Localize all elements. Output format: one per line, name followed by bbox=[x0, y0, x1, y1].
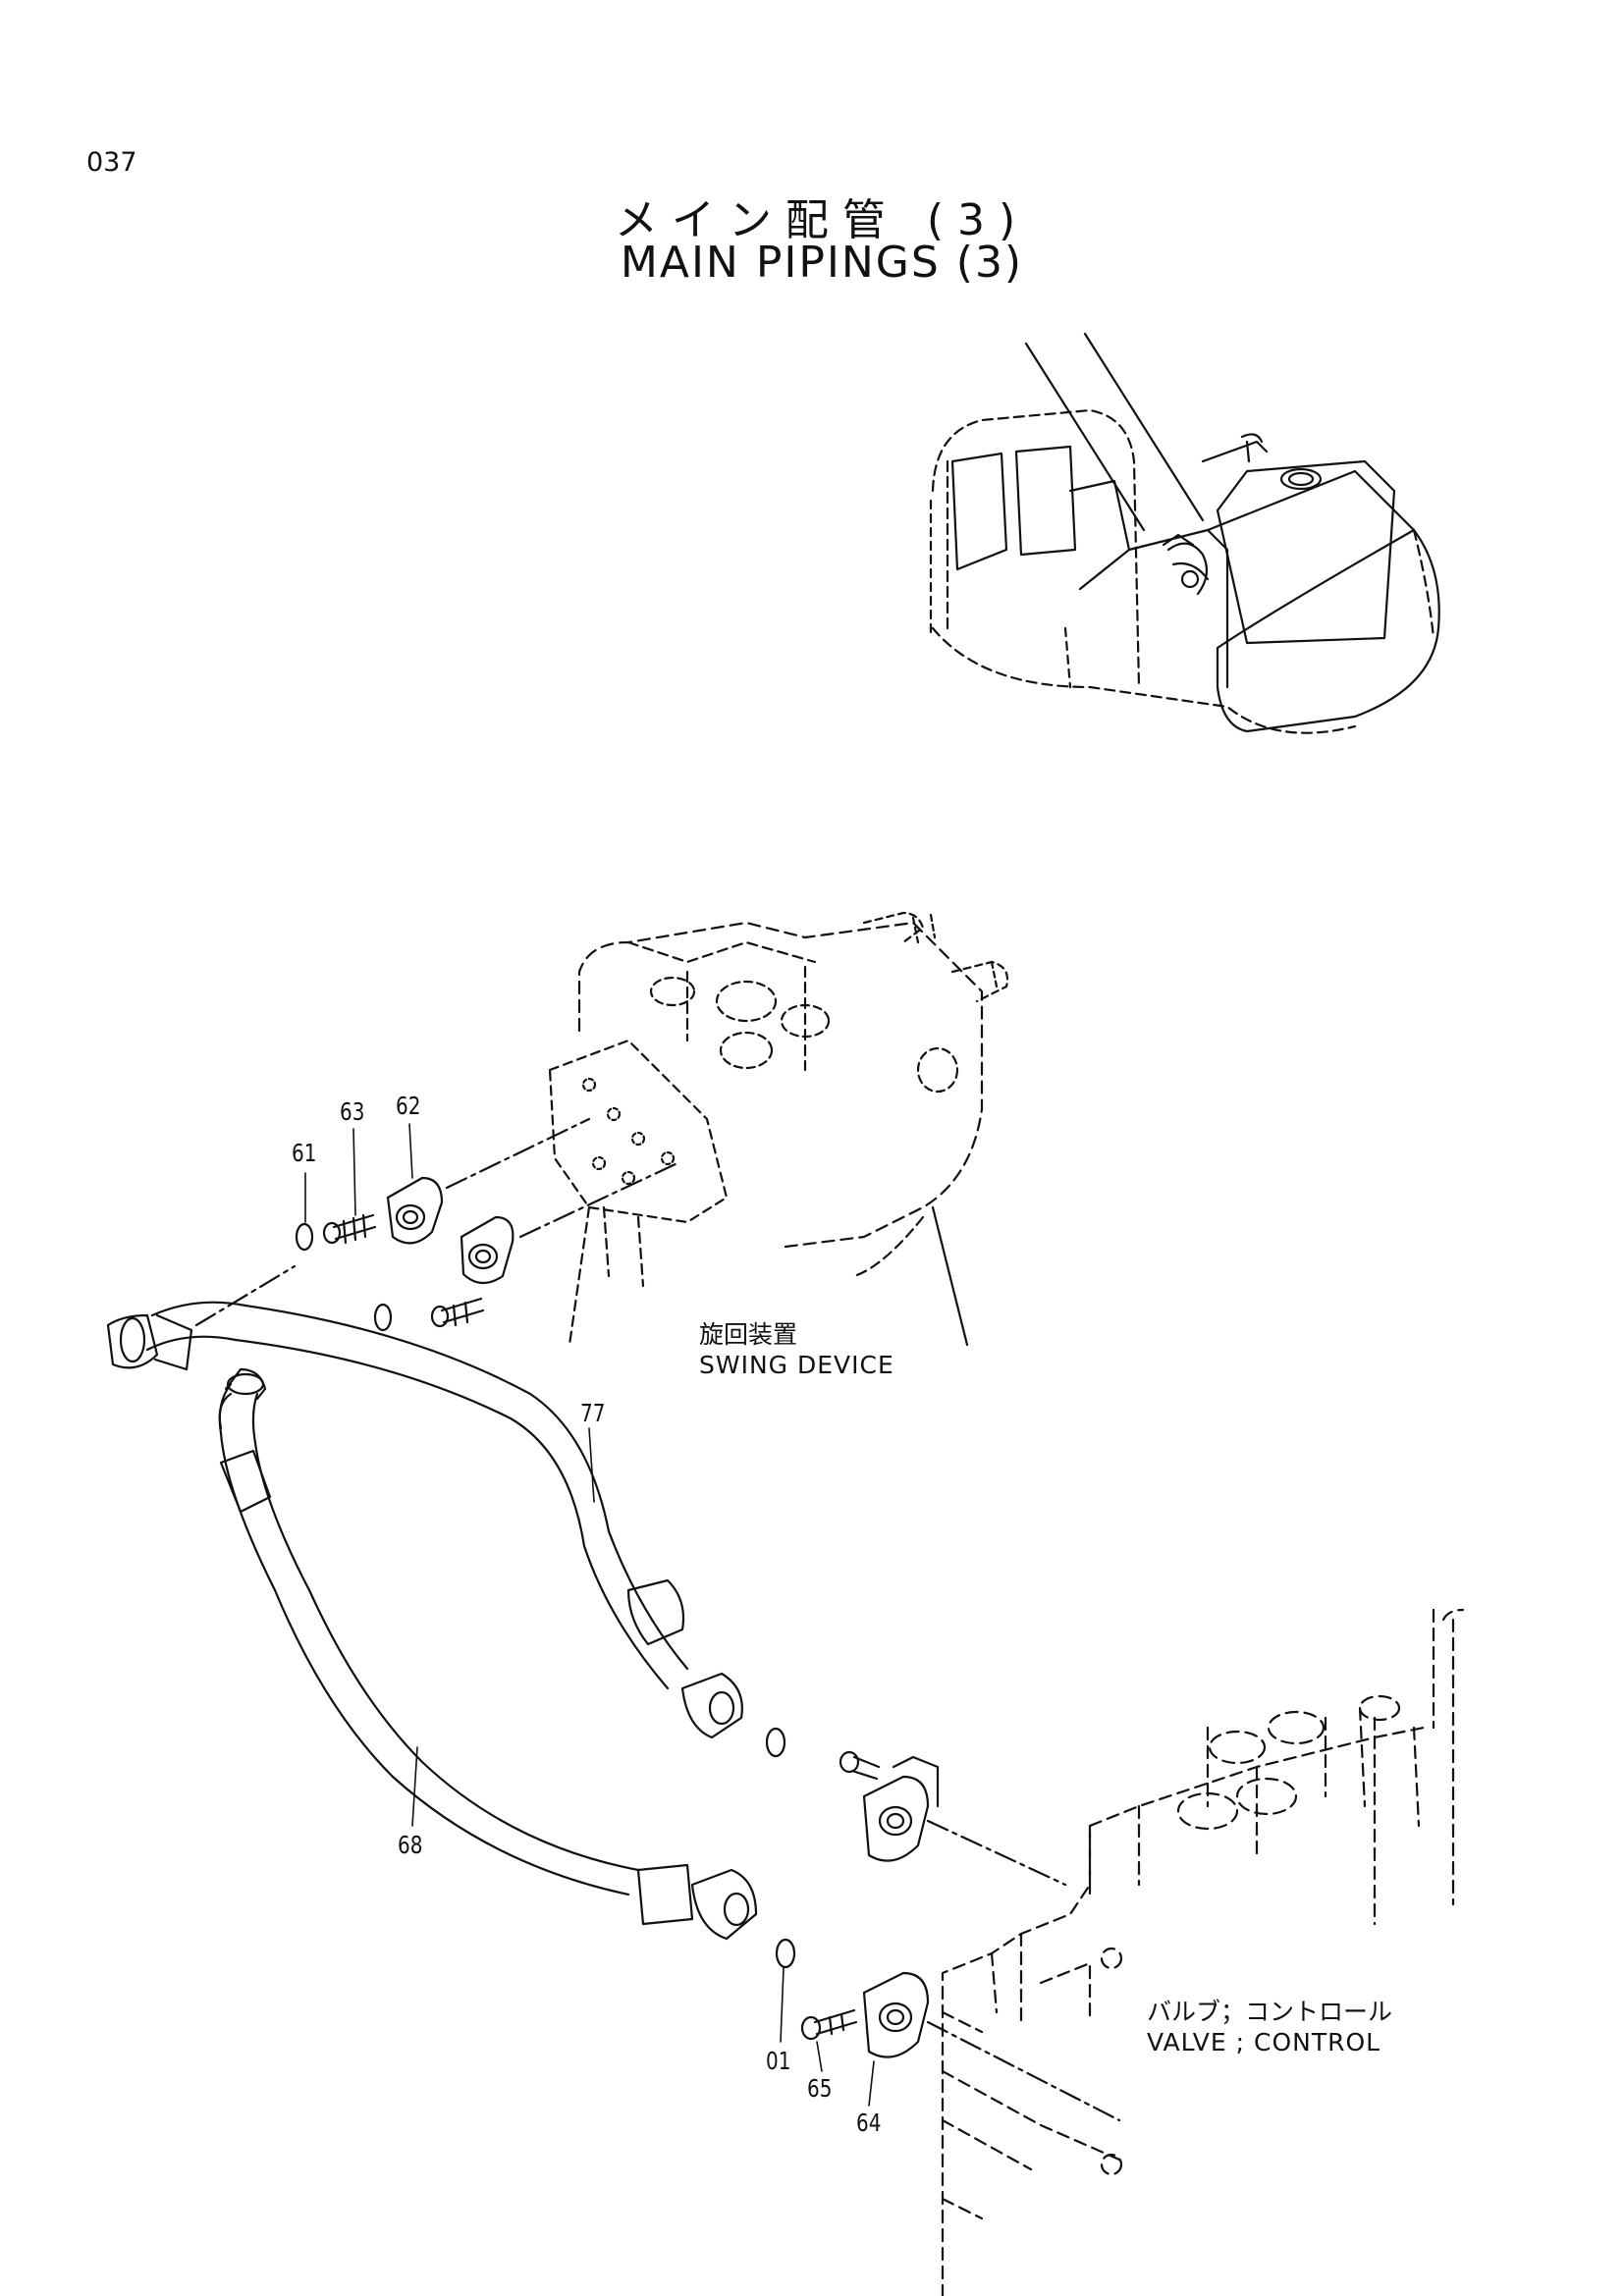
swing-device-label-jp: 旋回装置 bbox=[699, 1320, 798, 1349]
page-title-english: MAIN PIPINGS (3) bbox=[620, 238, 1024, 288]
control-valve-label-en: VALVE ; CONTROL bbox=[1147, 2028, 1381, 2056]
hose-77 bbox=[106, 1301, 786, 1758]
hose-68 bbox=[218, 1367, 796, 1969]
callout-leaders bbox=[304, 1123, 875, 2107]
callout-61: 61 bbox=[292, 1139, 317, 1167]
swing-device-label-en: SWING DEVICE bbox=[699, 1351, 894, 1379]
control-valve-label-jp: バルブ；コントロール bbox=[1147, 1998, 1393, 2026]
callout-64: 64 bbox=[856, 2109, 882, 2137]
callout-77: 77 bbox=[580, 1399, 606, 1427]
upper-fittings bbox=[194, 1117, 679, 1332]
control-valve-illustration bbox=[941, 1608, 1465, 2296]
callout-01: 01 bbox=[766, 2047, 791, 2075]
lower-fittings bbox=[800, 1750, 1121, 2122]
callout-62: 62 bbox=[396, 1092, 421, 1120]
excavator-overview-illustration bbox=[929, 332, 1440, 734]
callout-68: 68 bbox=[398, 1831, 423, 1859]
swing-device-illustration bbox=[548, 911, 1009, 1347]
page-title-japanese: メイン配管 (3) bbox=[614, 195, 1030, 245]
callout-63: 63 bbox=[340, 1097, 365, 1126]
page-number: 037 bbox=[86, 147, 137, 178]
callout-65: 65 bbox=[807, 2074, 833, 2103]
